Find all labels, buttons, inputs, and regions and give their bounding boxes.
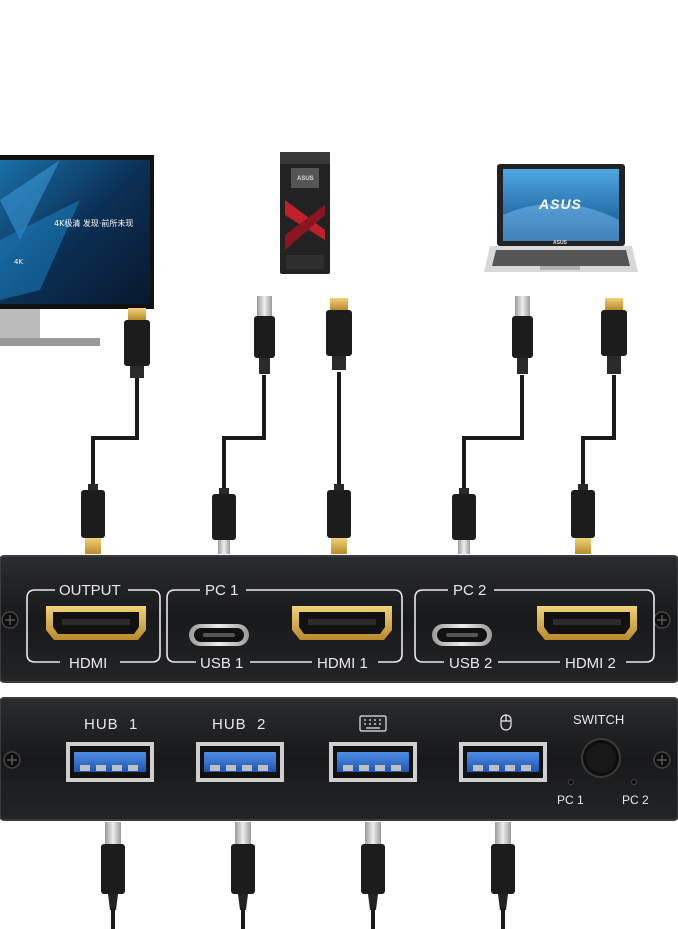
hdmi-plug-hdmi2	[571, 484, 595, 554]
monitor-badge: 4K	[14, 258, 24, 266]
pc1-label: PC 1	[205, 582, 239, 599]
usb-plug-hub1	[101, 822, 125, 929]
usb-plug-laptop	[512, 296, 533, 374]
pc1-usb-label: USB 1	[200, 655, 244, 672]
keyboard-icon	[359, 715, 387, 732]
pc1-hdmi-label: HDMI 1	[317, 655, 368, 672]
usb-plug-keyboard	[361, 822, 385, 929]
hub1-label: HUB 1	[84, 716, 139, 733]
switch-button	[581, 738, 621, 778]
desktop-tower	[280, 152, 330, 274]
switch-label: SWITCH	[573, 712, 625, 727]
cables-top	[91, 372, 616, 492]
usb-plug-tower	[254, 296, 275, 374]
laptop-brand-small: ASUS	[553, 240, 567, 246]
hdmi-plug-tower	[326, 298, 352, 370]
monitor	[0, 155, 154, 346]
led-pc2-label: PC 2	[622, 793, 649, 807]
hdmi-plug-output	[81, 484, 105, 554]
pc2-label: PC 2	[453, 582, 487, 599]
mouse-icon	[500, 714, 512, 731]
front-panel	[0, 555, 678, 683]
hdmi-plug-hdmi1	[327, 484, 351, 554]
usb-port-keyboard	[329, 742, 417, 782]
laptop-brand-logo: ASUS	[539, 196, 582, 212]
hub2-label: HUB 2	[212, 716, 267, 733]
usb-port-hub1	[66, 742, 154, 782]
hdmi-plug-monitor	[124, 308, 150, 378]
hdmi-plug-laptop	[601, 298, 627, 374]
usbc-plug-pc1	[212, 488, 236, 554]
laptop	[484, 164, 638, 272]
led-pc1	[568, 779, 574, 785]
monitor-screen-text: 4K极清 发现·前所未现	[54, 219, 134, 228]
pc2-usb-label: USB 2	[449, 655, 493, 672]
usb-port-mouse	[459, 742, 547, 782]
tower-brand-logo: ASUS	[297, 176, 314, 182]
usb-plug-mouse	[491, 822, 515, 929]
rear-panel	[0, 697, 678, 821]
usb-port-hub2	[196, 742, 284, 782]
led-pc2	[631, 779, 637, 785]
usbc-plug-pc2	[452, 488, 476, 554]
usb-plug-hub2	[231, 822, 255, 929]
output-hdmi-label: HDMI	[69, 655, 108, 672]
pc2-hdmi-label: HDMI 2	[565, 655, 616, 672]
led-pc1-label: PC 1	[557, 793, 584, 807]
output-label: OUTPUT	[59, 582, 121, 599]
